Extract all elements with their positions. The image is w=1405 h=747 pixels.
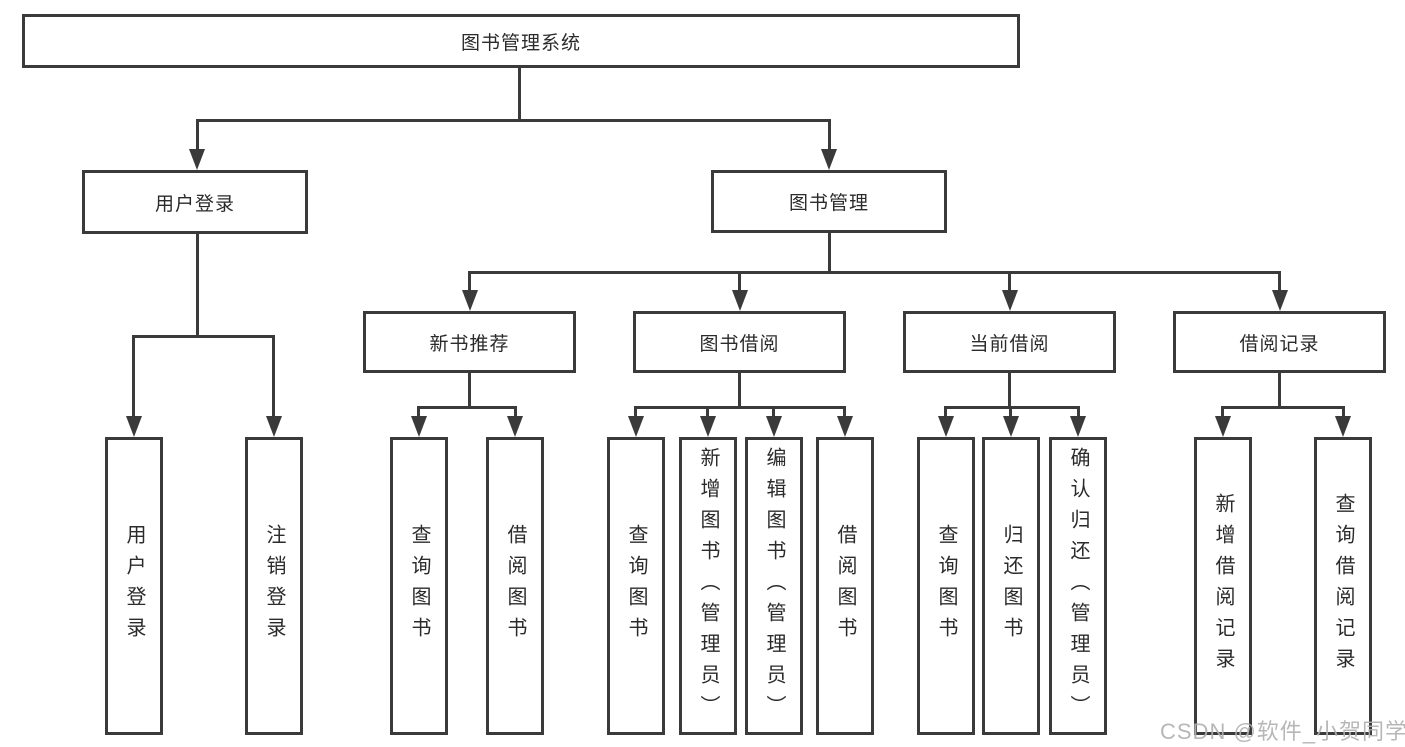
node-user-login: 用户登录 [82, 170, 308, 234]
connector-drop [944, 406, 947, 420]
node-borrowing-records: 借阅记录 [1173, 311, 1386, 373]
node-book-management: 图书管理 [711, 170, 947, 233]
leaf-label: 注销登录 [263, 524, 285, 648]
connector-drop [132, 335, 135, 418]
node-label: 当前借阅 [969, 333, 1050, 355]
connector-drop [634, 406, 637, 420]
leaf-label: 确认归还（管理员） [1067, 446, 1089, 726]
node-label: 用户登录 [154, 193, 235, 215]
arrowhead-down [837, 416, 853, 437]
connector-group-stem [1278, 373, 1281, 408]
connector-level2-bar [196, 119, 831, 122]
leaf-query-borrow-record: 查询借阅记录 [1314, 437, 1372, 735]
node-current-borrowing: 当前借阅 [903, 311, 1116, 373]
connector-drop [272, 335, 275, 418]
leaf-label: 查询借阅记录 [1332, 493, 1354, 679]
connector-drop [843, 406, 846, 420]
arrowhead-down [766, 416, 782, 437]
node-label: 新书推荐 [429, 333, 510, 355]
connector-drop [706, 406, 709, 420]
connector-group-bar [634, 406, 846, 409]
connector-group-bar [944, 406, 1080, 409]
node-new-book-recommendation: 新书推荐 [363, 311, 576, 373]
node-label: 图书借阅 [699, 333, 780, 355]
connector-drop [1077, 406, 1080, 420]
connector-drop [1008, 271, 1011, 293]
node-label: 图书管理系统 [460, 32, 581, 54]
leaf-label: 查询图书 [408, 524, 430, 648]
leaf-label: 借阅图书 [504, 524, 526, 648]
leaf-user-login: 用户登录 [105, 437, 163, 735]
leaf-label: 新增图书（管理员） [697, 446, 719, 726]
arrowhead-down [628, 416, 644, 437]
arrowhead-down [821, 149, 837, 170]
arrowhead-down [507, 416, 523, 437]
connector-drop [468, 271, 471, 293]
arrowhead-down [938, 416, 954, 437]
connector-group-stem [1008, 373, 1011, 408]
arrowhead-down [266, 416, 282, 437]
leaf-label: 归还图书 [1000, 524, 1022, 648]
node-label: 借阅记录 [1239, 333, 1320, 355]
leaf-query-books-current: 查询图书 [917, 437, 975, 735]
arrowhead-down [1002, 290, 1018, 311]
arrowhead-down [1335, 416, 1351, 437]
connector-drop [772, 406, 775, 420]
leaf-add-books-admin: 新增图书（管理员） [679, 437, 737, 735]
node-library-management-system: 图书管理系统 [22, 14, 1020, 68]
connector-userlogin-bar [132, 335, 275, 338]
connector-drop [1221, 406, 1224, 420]
arrowhead-down [411, 416, 427, 437]
arrowhead-down [1003, 416, 1019, 437]
leaf-logout: 注销登录 [245, 437, 303, 735]
arrowhead-down [732, 290, 748, 311]
connector-group-stem [468, 373, 471, 408]
leaf-label: 新增借阅记录 [1212, 493, 1234, 679]
connector-drop [738, 271, 741, 293]
leaf-label: 查询图书 [625, 524, 647, 648]
connector-drop [1278, 271, 1281, 293]
connector-drop [196, 119, 199, 153]
leaf-return-books: 归还图书 [982, 437, 1040, 735]
connector-drop [1009, 406, 1012, 420]
connector-userlogin-stem [196, 234, 199, 336]
connector-bookmgmt-stem [828, 233, 831, 273]
arrowhead-down [126, 416, 142, 437]
leaf-confirm-return-admin: 确认归还（管理员） [1049, 437, 1107, 735]
arrowhead-down [1215, 416, 1231, 437]
node-label: 图书管理 [788, 193, 869, 214]
arrowhead-down [462, 290, 478, 311]
connector-group-stem [738, 373, 741, 408]
connector-group-bar [417, 406, 517, 409]
connector-drop [514, 406, 517, 420]
connector-drop [417, 406, 420, 420]
connector-drop [1342, 406, 1345, 420]
connector-level3-bar [468, 271, 1281, 274]
leaf-label: 查询图书 [935, 524, 957, 648]
arrowhead-down [189, 149, 205, 170]
connector-group-bar [1221, 406, 1345, 409]
leaf-borrow-books-recommend: 借阅图书 [486, 437, 544, 735]
leaf-query-books-recommend: 查询图书 [390, 437, 448, 735]
connector-root-stem [518, 68, 521, 121]
arrowhead-down [700, 416, 716, 437]
leaf-borrow-books-borrowing: 借阅图书 [816, 437, 874, 735]
leaf-add-borrow-record: 新增借阅记录 [1194, 437, 1252, 735]
arrowhead-down [1272, 290, 1288, 311]
node-book-borrowing: 图书借阅 [633, 311, 846, 373]
arrowhead-down [1070, 416, 1086, 437]
leaf-label: 编辑图书（管理员） [763, 446, 785, 726]
leaf-label: 借阅图书 [834, 524, 856, 648]
leaf-label: 用户登录 [123, 524, 145, 648]
leaf-edit-books-admin: 编辑图书（管理员） [745, 437, 803, 735]
csdn-watermark: CSDN @软件_小贺同学 [1160, 719, 1405, 744]
leaf-query-books-borrowing: 查询图书 [607, 437, 665, 735]
connector-drop [828, 119, 831, 153]
